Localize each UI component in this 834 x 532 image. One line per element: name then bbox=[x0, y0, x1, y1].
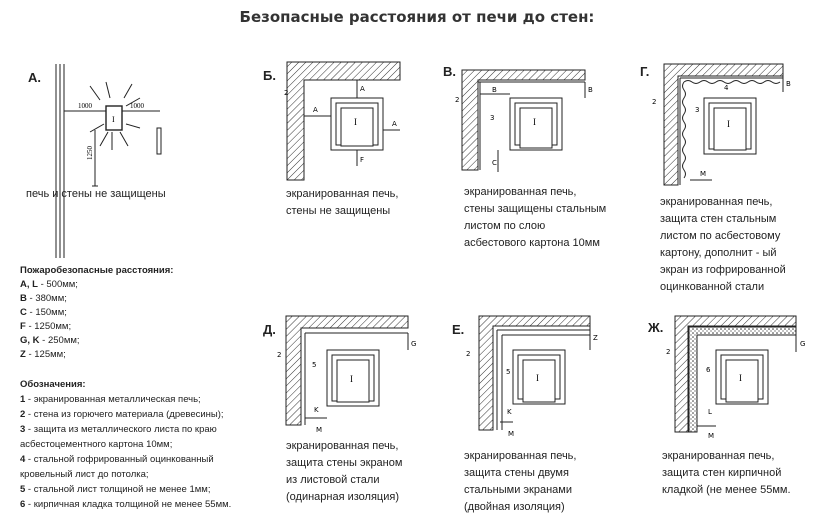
dist-b-g: B bbox=[786, 80, 791, 88]
legend-row: 5 - стальной лист толщиной не менее 1мм; bbox=[20, 484, 211, 495]
dist-k-e: K bbox=[507, 408, 512, 416]
distance-row: G, K - 250мм; bbox=[20, 335, 80, 346]
dist-l-zh: L bbox=[708, 408, 712, 416]
dist-a-b2: A bbox=[392, 120, 397, 128]
caption-zh: экранированная печь, защита стен кирпичн… bbox=[662, 450, 791, 496]
dist-b-v2: B bbox=[588, 86, 593, 94]
layer-num-zh6: 6 bbox=[706, 366, 711, 374]
distance-row: Z - 125мм; bbox=[20, 349, 66, 360]
diagram-a bbox=[55, 64, 162, 258]
caption-a: печь и стены не защищены bbox=[26, 188, 166, 200]
wall-num-e: 2 bbox=[466, 350, 470, 358]
furnace-label-v: I bbox=[533, 117, 536, 127]
dim-1250: 1250 bbox=[86, 146, 94, 161]
wall-num-d: 2 bbox=[277, 351, 281, 359]
layer-num-g4: 4 bbox=[724, 84, 729, 92]
dim-1000-left: 1000 bbox=[78, 102, 93, 110]
page-title: Безопасные расстояния от печи до стен: bbox=[239, 8, 595, 26]
diagram-letter-a: А. bbox=[28, 70, 41, 85]
dist-a-b1: A bbox=[313, 106, 318, 114]
caption-g: экранированная печь, защита стен стальны… bbox=[660, 196, 786, 293]
layer-num-e5: 5 bbox=[506, 368, 510, 376]
distances-heading: Пожаробезопасные расстояния: bbox=[20, 265, 174, 276]
dist-f-b: F bbox=[360, 156, 364, 164]
legend-block: Обозначения: 1 - экранированная металлич… bbox=[20, 377, 231, 512]
furnace-label-a: I bbox=[112, 115, 115, 124]
legend-row-cont: кровельный лист до потолка; bbox=[20, 469, 149, 480]
legend-row: 3 - защита из металлического листа по кр… bbox=[20, 424, 217, 435]
wall-num-zh: 2 bbox=[666, 348, 670, 356]
dist-m-e: M bbox=[508, 430, 514, 438]
dist-m-d: M bbox=[316, 426, 322, 434]
diagram-g bbox=[663, 63, 784, 186]
wall-num-b: 2 bbox=[284, 89, 288, 97]
caption-e: экранированная печь, защита стены двумя … bbox=[464, 450, 577, 513]
legend-row: 1 - экранированная металлическая печь; bbox=[20, 394, 201, 405]
legend-heading: Обозначения: bbox=[20, 379, 86, 390]
diagram-e bbox=[478, 315, 591, 431]
dist-g-zh: G bbox=[800, 340, 805, 348]
dist-b-v1: B bbox=[492, 86, 497, 94]
dist-a-b3: A bbox=[360, 85, 365, 93]
furnace-label-g: I bbox=[727, 119, 730, 129]
distance-row: B - 380мм; bbox=[20, 293, 67, 304]
distance-row: C - 150мм; bbox=[20, 307, 67, 318]
dim-1000-right: 1000 bbox=[130, 102, 145, 110]
diagram-letter-b: Б. bbox=[263, 68, 276, 83]
dist-m-g: M bbox=[700, 170, 706, 178]
legend-row: 4 - стальной гофрированный оцинкованный bbox=[20, 454, 214, 465]
dist-g-d: G bbox=[411, 340, 416, 348]
dist-m-zh: M bbox=[708, 432, 714, 440]
wall-num-v: 2 bbox=[455, 96, 459, 104]
distance-row: A, L - 500мм; bbox=[20, 279, 78, 290]
wall-num-g: 2 bbox=[652, 98, 656, 106]
diagram-letter-d: Д. bbox=[263, 322, 276, 337]
diagram-letter-g: Г. bbox=[640, 64, 650, 79]
diagram-b bbox=[286, 61, 401, 181]
dist-k-d: K bbox=[314, 406, 319, 414]
caption-v: экранированная печь, стены защищены стал… bbox=[464, 186, 607, 249]
diagram-letter-zh: Ж. bbox=[648, 320, 664, 335]
distances-block: Пожаробезопасные расстояния: A, L - 500м… bbox=[20, 264, 173, 362]
dist-z-e: Z bbox=[593, 334, 598, 342]
layer-num-v: 3 bbox=[490, 114, 494, 122]
caption-d: экранированная печь, защита стены экрано… bbox=[286, 440, 403, 503]
layer-num-d5: 5 bbox=[312, 361, 316, 369]
caption-b: экранированная печь, стены не защищены bbox=[286, 188, 399, 217]
furnace-label-e: I bbox=[536, 373, 539, 383]
legend-row: 6 - кирпичная кладка толщиной не менее 5… bbox=[20, 499, 232, 510]
dist-c-v: C bbox=[492, 159, 497, 167]
furnace-label-zh: I bbox=[739, 373, 742, 383]
diagram-v bbox=[461, 69, 586, 172]
diagram-zh bbox=[674, 315, 797, 433]
layer-num-g3: 3 bbox=[695, 106, 699, 114]
diagram-d bbox=[285, 315, 409, 426]
diagram-letter-e: Е. bbox=[452, 322, 465, 337]
furnace-label-b: I bbox=[354, 117, 357, 127]
distance-row: F - 1250мм; bbox=[20, 321, 72, 332]
diagram-letter-v: В. bbox=[443, 64, 456, 79]
legend-row: 2 - стена из горючего материала (древеси… bbox=[20, 409, 224, 420]
furnace-label-d: I bbox=[350, 374, 353, 384]
legend-row-cont: асбестоцементного картона 10мм; bbox=[20, 439, 173, 450]
